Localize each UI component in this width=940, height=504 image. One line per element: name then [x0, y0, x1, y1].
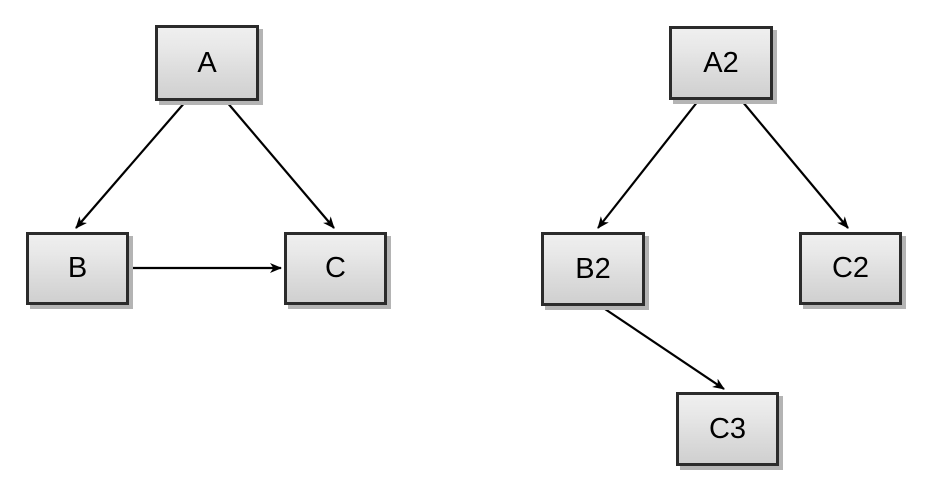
node-a[interactable]: A: [155, 25, 259, 101]
node-c3[interactable]: C3: [676, 392, 779, 466]
node-label: C: [325, 252, 346, 284]
edge-A2-to-C2: [741, 100, 849, 229]
node-b[interactable]: B: [26, 232, 129, 305]
edge-A-to-C: [225, 100, 335, 229]
node-label: A2: [703, 46, 739, 79]
node-b2[interactable]: B2: [541, 232, 645, 306]
node-label: C2: [831, 252, 870, 284]
node-label: B2: [575, 252, 611, 285]
node-label: B: [67, 252, 88, 284]
node-label: C3: [708, 412, 747, 445]
node-label: A: [197, 46, 217, 79]
edge-B2-to-C3: [601, 306, 725, 390]
edge-A-to-B: [75, 100, 187, 229]
node-a2[interactable]: A2: [669, 26, 773, 100]
node-c2[interactable]: C2: [799, 232, 902, 305]
node-c[interactable]: C: [284, 232, 387, 305]
edge-A2-to-B2: [597, 100, 699, 229]
